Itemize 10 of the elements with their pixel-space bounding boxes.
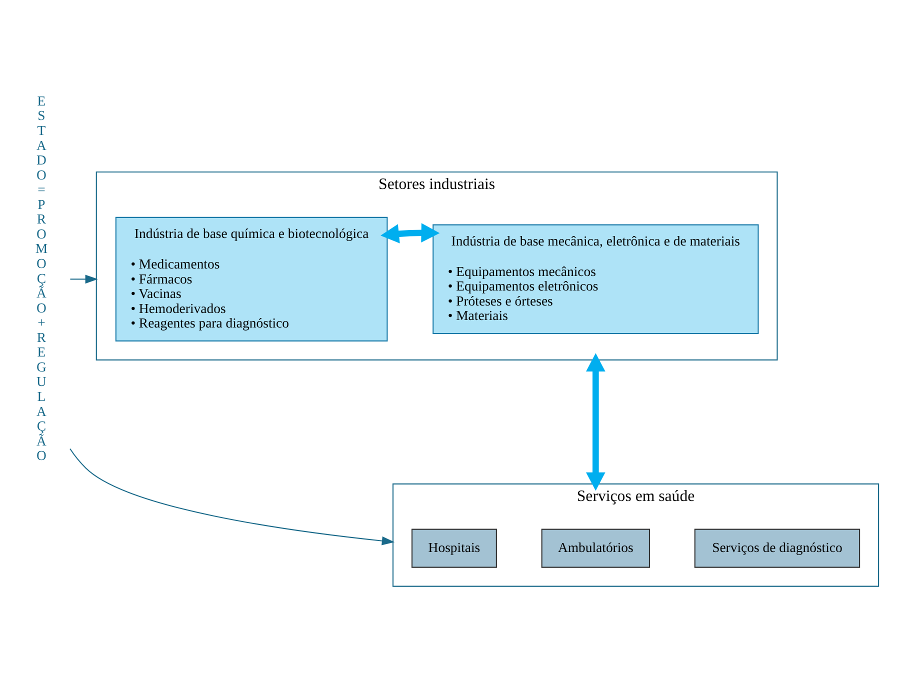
node-box: Indústria de base química e biotecnológica • Medicamentos • Fármacos • Vacinas • Hemoderivados • Reagentes para diagnóstico [115,216,388,342]
arrow [70,448,395,546]
node-box: Indústria de base mecânica, eletrônica e de materiais • Equipamentos mecânicos • Equipamentos eletrônicos • Próteses e órteses • Materiais [432,224,759,334]
node-box: Hospitais [411,528,497,568]
node-box: Serviços de diagnóstico [694,528,860,568]
arrow [70,274,98,284]
arrow [586,353,606,491]
node-box: Ambulatórios [541,528,650,568]
node-text: ESTADO = PROMOÇÃO + REGULAÇÃO [35,93,48,464]
arrow [380,223,440,244]
